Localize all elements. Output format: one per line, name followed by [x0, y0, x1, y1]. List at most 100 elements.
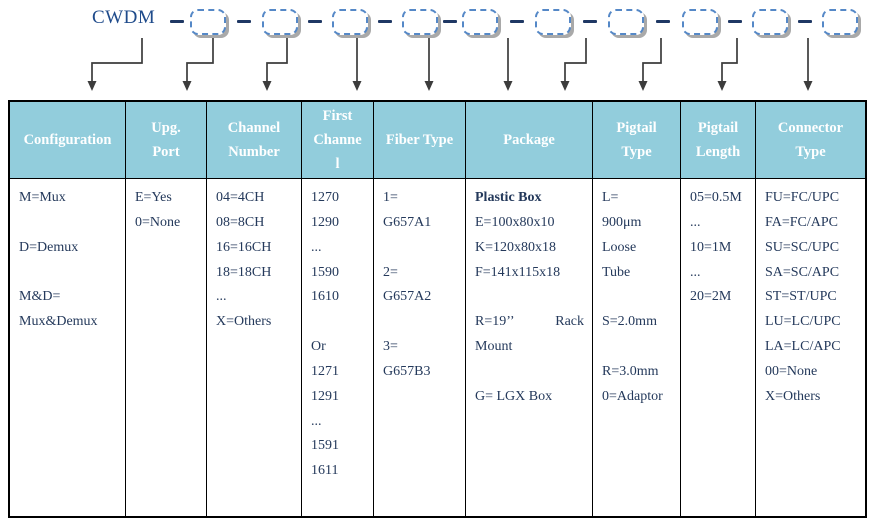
- down-arrow: [503, 38, 513, 91]
- cell-line: Or: [311, 339, 326, 355]
- cell-line: G657A1: [383, 214, 432, 230]
- column-header-line: Fiber Type: [385, 132, 454, 148]
- code-separator-dash: [170, 20, 184, 23]
- cell-line: SU=SC/UPC: [765, 239, 840, 255]
- cell-line: M&D=: [19, 289, 61, 305]
- code-separator-dash: [443, 20, 457, 23]
- cell-line: X=Others: [765, 388, 821, 404]
- code-separator-dash: [510, 20, 524, 23]
- cell-line: E=Yes: [135, 190, 172, 205]
- cell-line: [19, 261, 120, 286]
- column-header-line: Number: [228, 144, 280, 160]
- column-values-upg-port: E=Yes 0=None: [126, 179, 206, 516]
- code-separator-dash: [798, 20, 812, 23]
- column-header-line: Upg.: [151, 120, 181, 136]
- cell-line: F=141x115x18: [475, 264, 561, 280]
- column-header-line: Type: [795, 144, 826, 160]
- code-box-placeholder: [190, 9, 226, 35]
- cell-line: ...: [690, 264, 701, 280]
- column-values-fiber-type: 1=G657A1 2=G657A2 3=G657B3: [374, 179, 465, 516]
- cell-line: [19, 211, 120, 236]
- product-code-prefix: CWDM: [92, 7, 156, 28]
- down-arrow: [352, 38, 362, 91]
- cell-line: R=19’’ Rack: [475, 310, 587, 335]
- code-box-placeholder: [608, 9, 644, 35]
- column-header-line: Channe: [313, 132, 362, 148]
- down-arrow: [262, 38, 288, 91]
- cell-line: 1590: [311, 264, 339, 280]
- column-header-line: Length: [695, 144, 741, 160]
- column-values-pigtail-length: 05=0.5M...10=1M...20=2M: [681, 179, 755, 516]
- code-box-placeholder: [682, 9, 718, 35]
- cell-line: G= LGX Box: [475, 388, 553, 404]
- down-arrow: [560, 38, 587, 91]
- cell-line: G657A2: [383, 289, 432, 305]
- cell-line: 1270: [311, 190, 339, 205]
- cell-line: D=Demux: [19, 239, 79, 255]
- code-box-placeholder: [462, 9, 498, 35]
- cell-line: 1610: [311, 289, 339, 305]
- cell-line: 0=Adaptor: [602, 388, 663, 404]
- down-arrow: [87, 38, 143, 91]
- cell-line: 1290: [311, 214, 339, 230]
- cell-line: SA=SC/APC: [765, 264, 840, 280]
- code-box-placeholder: [262, 9, 298, 35]
- cell-line: Mount: [475, 339, 513, 355]
- cell-line: ...: [690, 214, 701, 230]
- code-box-placeholder: [332, 9, 368, 35]
- cell-line: [602, 285, 675, 310]
- cell-line: 10=1M: [690, 239, 732, 255]
- cell-line: ...: [311, 239, 322, 255]
- column-header-package: Package: [466, 102, 592, 179]
- cell-line: 1591: [311, 438, 339, 454]
- column-header-line: First: [322, 108, 353, 124]
- column-header-line: l: [335, 156, 340, 172]
- cell-line: Tube: [602, 264, 631, 280]
- code-box-placeholder: [822, 9, 858, 35]
- code-separator-dash: [378, 20, 392, 23]
- code-box-placeholder: [535, 9, 571, 35]
- cell-line: 04=4CH: [216, 190, 265, 205]
- cell-line-right: Rack: [555, 314, 584, 330]
- cell-line: 1=: [383, 190, 398, 205]
- column-header-fiber-type: Fiber Type: [374, 102, 465, 179]
- cell-line: ST=ST/UPC: [765, 289, 837, 305]
- cell-line: 1291: [311, 388, 339, 404]
- code-separator-dash: [308, 20, 322, 23]
- column-header-upg-port: Upg. Port: [126, 102, 206, 179]
- column-values-configuration: M=Mux D=Demux M&D=Mux&Demux: [10, 179, 125, 516]
- cell-line: 0=None: [135, 214, 181, 230]
- column-header-line: Pigtail: [697, 120, 739, 136]
- cell-line: [311, 310, 368, 335]
- cell-line: L=: [602, 190, 619, 205]
- cell-line: FU=FC/UPC: [765, 190, 840, 205]
- cell-line: 00=None: [765, 363, 818, 379]
- cell-line: 2=: [383, 264, 398, 280]
- cell-line-left: R=19’’: [475, 314, 515, 330]
- cell-line: [383, 310, 460, 335]
- column-header-line: Connector: [777, 120, 844, 136]
- column-header-line: Port: [152, 144, 180, 160]
- cell-line: [602, 335, 675, 360]
- down-arrow: [424, 38, 434, 91]
- cell-line: Loose: [602, 239, 637, 255]
- code-separator-dash: [728, 20, 742, 23]
- cell-line: [475, 285, 587, 310]
- cell-line: 08=8CH: [216, 214, 265, 230]
- cell-line: 900μm: [602, 214, 642, 230]
- column-header-line: Channel: [227, 120, 281, 136]
- cell-line: Mux&Demux: [19, 314, 98, 330]
